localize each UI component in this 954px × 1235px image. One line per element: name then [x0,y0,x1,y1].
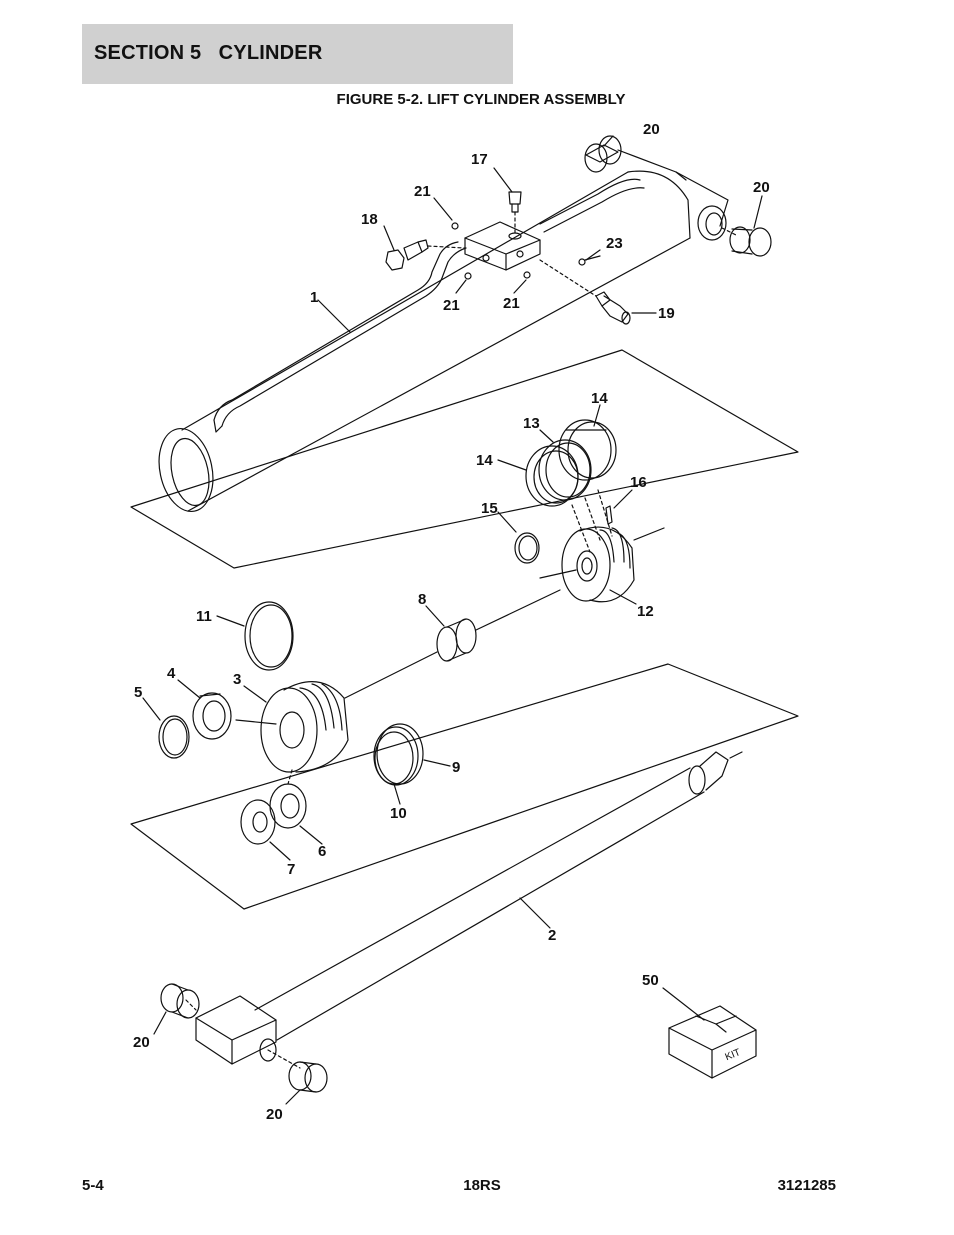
o-ring-11 [244,601,294,671]
spacer-8 [344,589,561,699]
callout-21: 21 [414,183,431,200]
callout-18: 18 [361,211,378,228]
callout-12: 12 [637,603,654,620]
callout-20: 20 [133,1034,150,1051]
callout-4: 4 [167,665,176,682]
seal-15 [514,532,540,564]
rod-2 [185,751,743,1069]
bushing-20-right [729,226,772,257]
callout-13: 13 [523,415,540,432]
footer-document-number: 3121285 [777,1177,836,1194]
wear-ring-14-back [558,419,617,481]
lower-plane [130,663,799,910]
callout-20: 20 [643,121,660,138]
upper-plane [130,349,799,569]
washer-7 [240,799,276,845]
seal-9-10 [373,723,424,786]
callout-10: 10 [390,805,407,822]
head-3 [235,681,349,773]
bushing-20-top [584,135,622,173]
fitting-18 [385,239,465,271]
callout-14: 14 [591,390,608,407]
valve-block [464,221,541,271]
callout-1: 1 [310,289,318,306]
seal-13 [538,439,592,501]
figure-title: FIGURE 5-2. LIFT CYLINDER ASSEMBLY [336,91,626,108]
kit-box-50 [668,1005,757,1079]
callout-23: 23 [606,235,623,252]
fitting-17 [508,191,522,235]
callout-2: 2 [548,927,556,944]
callout-5: 5 [134,684,142,701]
footer-page-number: 5-4 [82,1177,104,1194]
callout-7: 7 [287,861,295,878]
wiper-4 [192,692,232,740]
section-header-bar: SECTION 5 CYLINDER [82,24,513,84]
cylinder-barrel [158,149,739,513]
fitting-19 [539,259,631,325]
callout-50: 50 [642,972,659,989]
callout-15: 15 [481,500,498,517]
callout-16: 16 [630,474,647,491]
callout-9: 9 [452,759,460,776]
callout-8: 8 [418,591,426,608]
callout-21: 21 [443,297,460,314]
bushing-20-rod-left [160,983,200,1019]
callout-3: 3 [233,671,241,688]
callout-20: 20 [753,179,770,196]
kit-box-label: KIT [724,1047,743,1063]
callout-6: 6 [318,843,326,860]
bushing-20-rod-right [288,1061,328,1093]
callout-20: 20 [266,1106,283,1123]
leader-lines [142,135,763,1105]
callout-17: 17 [471,151,488,168]
footer-model: 18RS [463,1177,501,1194]
wear-ring-14-front [525,445,579,507]
callout-14: 14 [476,452,493,469]
callout-11: 11 [196,608,212,625]
callout-19: 19 [658,305,675,322]
section-title: SECTION 5 CYLINDER [94,42,323,64]
ring-5 [158,715,190,759]
piston-12 [539,526,665,603]
callout-21: 21 [503,295,520,312]
